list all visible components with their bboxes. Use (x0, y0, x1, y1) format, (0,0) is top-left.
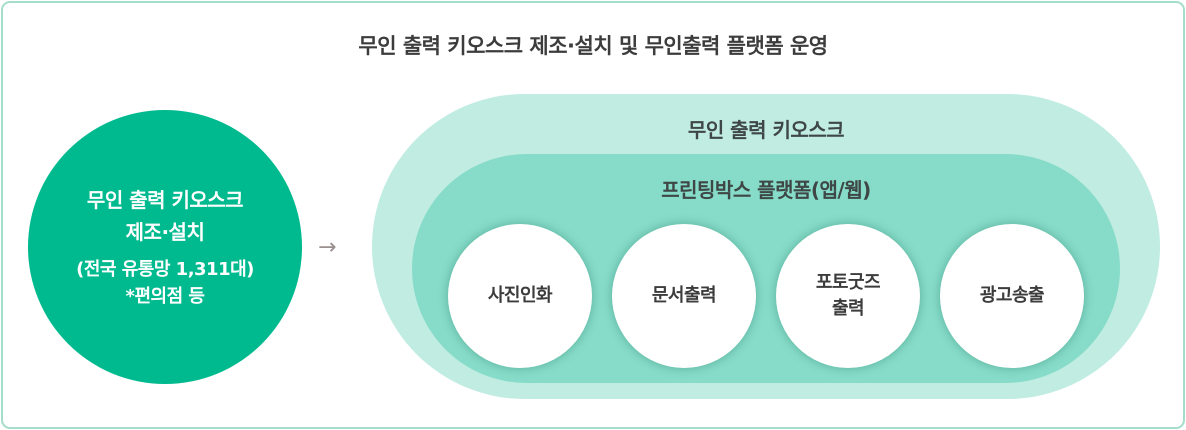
kiosk-label: 무인 출력 키오스크 (86, 188, 244, 212)
outer-pill-label: 무인 출력 키오스크 (687, 118, 845, 142)
network-note: *편의점 등 (125, 286, 205, 307)
arrow-right-icon: → (318, 235, 337, 260)
install-label: 제조·설치 (125, 220, 205, 244)
kiosk-manufacturing-circle: 무인 출력 키오스크 제조·설치 (전국 유통망 1,311대) *편의점 등 (28, 110, 302, 384)
inner-pill-label: 프린팅박스 플랫폼(앱/웹) (661, 178, 871, 202)
network-count: (전국 유통망 1,311대) (76, 259, 254, 280)
service-label: 포토굿즈 (815, 272, 881, 293)
service-label: 문서출력 (651, 285, 717, 306)
service-label: 광고송출 (979, 285, 1045, 306)
diagram-title: 무인 출력 키오스크 제조·설치 및 무인출력 플랫폼 운영 (358, 34, 828, 58)
service-label-line2: 출력 (831, 298, 865, 319)
service-document-print: 문서출력 (612, 224, 756, 368)
service-label: 사진인화 (487, 285, 553, 306)
service-photo-print: 사진인화 (448, 224, 592, 368)
service-advertising: 광고송출 (940, 224, 1084, 368)
service-photo-goods: 포토굿즈 출력 (776, 224, 920, 368)
